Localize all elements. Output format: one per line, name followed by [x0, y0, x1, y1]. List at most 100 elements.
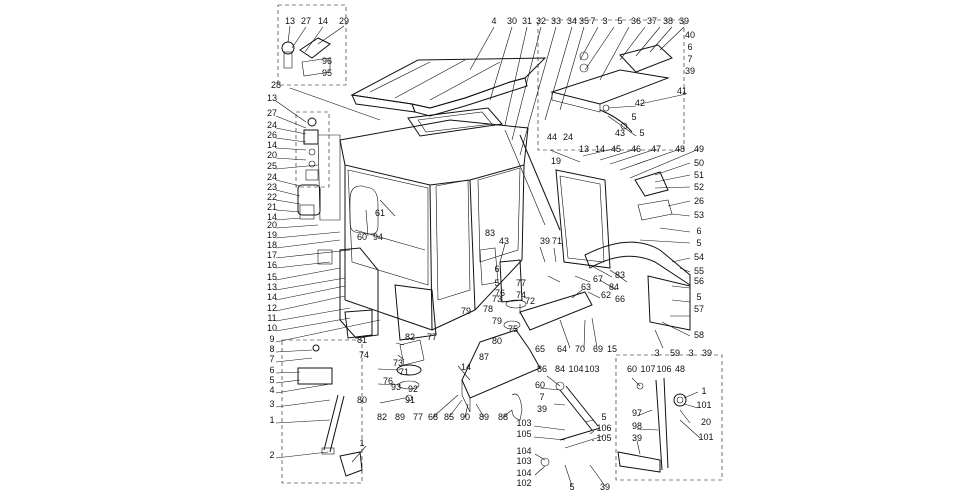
callout-32: 32 [536, 16, 546, 26]
callout-20: 20 [267, 150, 277, 160]
callout-92: 92 [408, 384, 418, 394]
inset-roof-panel-box [537, 19, 685, 151]
callout-42: 42 [635, 98, 645, 108]
callout-70: 70 [575, 344, 585, 354]
callout-76: 76 [383, 376, 393, 386]
callout-6: 6 [687, 42, 692, 52]
callout-5: 5 [494, 278, 499, 288]
linkage-parts [540, 381, 604, 467]
callout-88: 88 [498, 412, 508, 422]
callout-60: 60 [357, 232, 367, 242]
callout-35: 35 [579, 16, 589, 26]
callout-7: 7 [539, 392, 544, 402]
callout-71: 71 [552, 236, 562, 246]
callout-31: 31 [522, 16, 532, 26]
callout-104: 104 [516, 446, 531, 456]
callout-43: 43 [499, 236, 509, 246]
callout-1: 1 [359, 438, 364, 448]
inset-strut-box [281, 339, 363, 484]
callout-57: 57 [694, 304, 704, 314]
callout-39: 39 [540, 236, 550, 246]
callout-5: 5 [601, 412, 606, 422]
callout-63: 63 [581, 282, 591, 292]
callout-59: 59 [670, 348, 680, 358]
callout-15: 15 [267, 272, 277, 282]
callout-105: 105 [596, 433, 611, 443]
callout-5: 5 [639, 128, 644, 138]
callout-77: 77 [516, 278, 526, 288]
callout-4: 4 [491, 16, 496, 26]
callout-6: 6 [0, 0, 3, 2]
callout-54: 54 [694, 252, 704, 262]
callout-29: 29 [339, 16, 349, 26]
callout-27: 27 [267, 108, 277, 118]
callout-19: 19 [551, 156, 561, 166]
callout-86: 86 [537, 364, 547, 374]
callout-39: 39 [632, 433, 642, 443]
callout-106: 106 [656, 364, 671, 374]
callout-90: 90 [460, 412, 470, 422]
callout-14: 14 [318, 16, 328, 26]
callout-102: 102 [516, 478, 531, 488]
floor-rail [461, 329, 541, 421]
callout-84: 84 [555, 364, 565, 374]
callout-3: 3 [688, 348, 693, 358]
right-door-glass [549, 149, 611, 269]
callout-77: 77 [427, 332, 437, 342]
callout-36: 36 [631, 16, 641, 26]
callout-82: 82 [377, 412, 387, 422]
callout-39: 39 [600, 482, 610, 492]
inset-pedal-box [615, 354, 723, 481]
callout-60: 60 [535, 380, 545, 390]
callout-67: 67 [593, 274, 603, 284]
callout-7: 7 [590, 16, 595, 26]
callout-10: 10 [267, 323, 277, 333]
callout-89: 89 [479, 412, 489, 422]
callout-81: 81 [357, 335, 367, 345]
callout-13: 13 [267, 282, 277, 292]
callout-58: 58 [694, 330, 704, 340]
callout-20: 20 [267, 220, 277, 230]
callout-5: 5 [696, 238, 701, 248]
callout-48: 48 [675, 364, 685, 374]
pedal-inset-parts [617, 377, 687, 473]
callout-97: 97 [632, 408, 642, 418]
callout-76: 76 [495, 288, 505, 298]
leader-lines [275, 25, 701, 487]
callout-73: 73 [492, 294, 502, 304]
inset-hinge-box [277, 4, 347, 86]
callout-45: 45 [611, 144, 621, 154]
callout-83: 83 [485, 228, 495, 238]
callout-6: 6 [494, 264, 499, 274]
callout-2: 2 [269, 450, 274, 460]
callout-24: 24 [267, 172, 277, 182]
callout-46: 46 [631, 144, 641, 154]
callout-101: 101 [696, 400, 711, 410]
callout-27: 27 [301, 16, 311, 26]
callout-19: 19 [267, 230, 277, 240]
callout-13: 13 [579, 144, 589, 154]
callout-14: 14 [267, 140, 277, 150]
callout-104: 104 [568, 364, 583, 374]
callout-65: 65 [535, 344, 545, 354]
callout-100: 100 [0, 0, 8, 2]
callout-37: 37 [647, 16, 657, 26]
callout-24: 24 [267, 120, 277, 130]
callout-64: 64 [557, 344, 567, 354]
callout-103: 103 [516, 418, 531, 428]
callout-39: 39 [679, 16, 689, 26]
callout-79: 79 [492, 316, 502, 326]
callout-52: 52 [694, 182, 704, 192]
callout-15: 15 [607, 344, 617, 354]
roof-panel [350, 57, 547, 117]
callout-49: 49 [694, 144, 704, 154]
callout-68: 68 [428, 412, 438, 422]
callout-26: 26 [267, 130, 277, 140]
callout-13: 13 [267, 93, 277, 103]
callout-61: 61 [375, 208, 385, 218]
callout-30: 30 [507, 16, 517, 26]
callout-28: 28 [271, 80, 281, 90]
callout-75: 75 [508, 324, 518, 334]
